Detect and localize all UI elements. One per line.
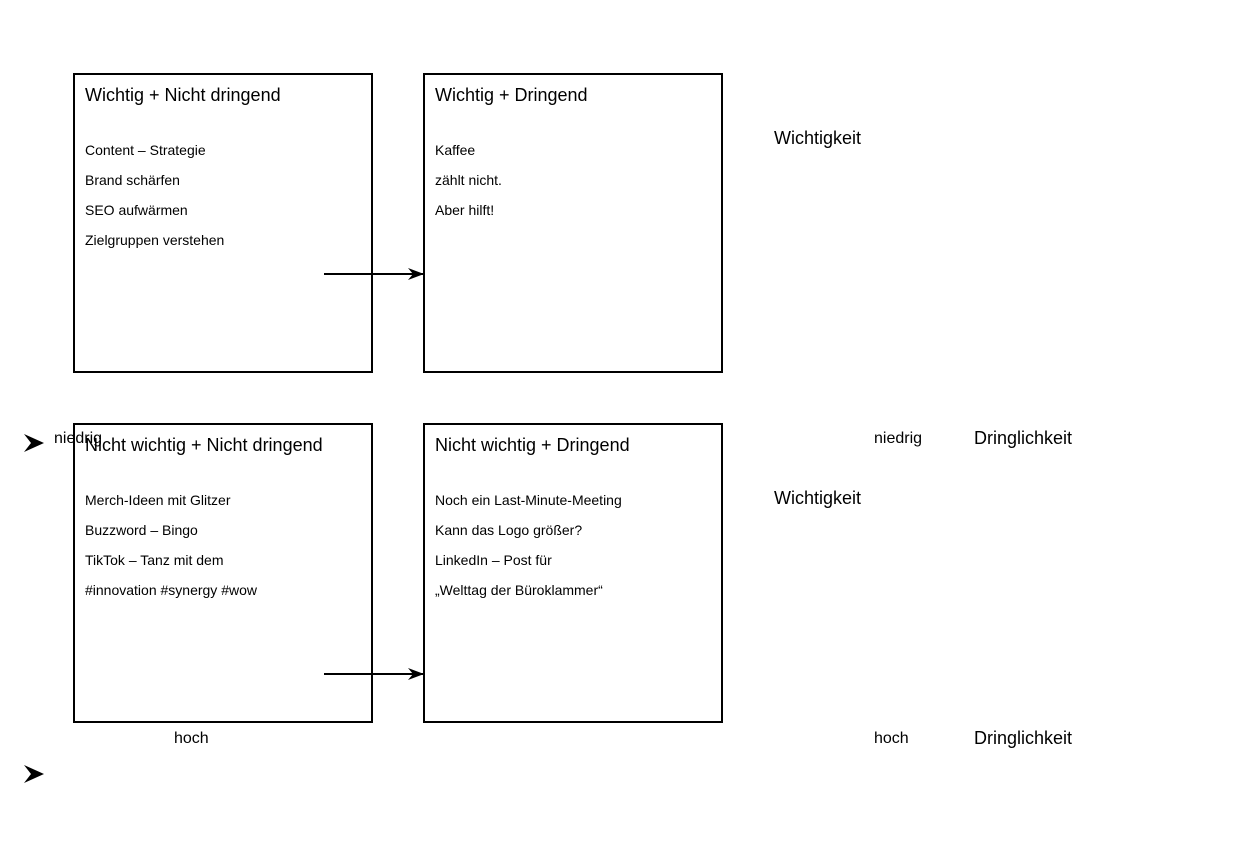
list-item: LinkedIn – Post für bbox=[435, 552, 552, 568]
quadrant-item-list: Kaffee zählt nicht. Aber hilft! bbox=[435, 135, 502, 225]
importance-axis-label-top: Wichtigkeit bbox=[774, 128, 862, 148]
quadrant-important-not-urgent: Wichtig + Nicht dringend Content – Strat… bbox=[73, 73, 373, 373]
list-item: „Welttag der Büroklammer“ bbox=[435, 582, 603, 598]
list-item: Brand schärfen bbox=[85, 172, 180, 188]
low-label-left: niedrig bbox=[54, 430, 103, 447]
low-label-right: niedrig bbox=[874, 430, 923, 447]
list-item: SEO aufwärmen bbox=[85, 202, 188, 218]
quadrant-title: Wichtig + Nicht dringend bbox=[85, 85, 281, 105]
list-item: TikTok – Tanz mit dem bbox=[85, 552, 224, 568]
list-item: Merch-Ideen mit Glitzer bbox=[85, 492, 231, 508]
arrowhead-left-upper-icon bbox=[24, 434, 44, 452]
high-label-bottom: hoch bbox=[174, 730, 209, 747]
list-item: Aber hilft! bbox=[435, 202, 495, 218]
urgency-axis-label-top: Dringlichkeit bbox=[974, 428, 1073, 448]
quadrant-not-important-not-urgent: Nicht wichtig + Nicht dringend Merch-Ide… bbox=[73, 423, 373, 723]
quadrant-important-urgent: Wichtig + Dringend Kaffee zählt nicht. A… bbox=[423, 73, 723, 373]
list-item: Buzzword – Bingo bbox=[85, 522, 198, 538]
list-item: #innovation #synergy #wow bbox=[85, 582, 257, 598]
quadrant-title: Nicht wichtig + Nicht dringend bbox=[85, 435, 323, 455]
importance-axis-label-bottom: Wichtigkeit bbox=[774, 488, 862, 508]
list-item: Kaffee bbox=[435, 142, 476, 158]
quadrant-item-list: Merch-Ideen mit Glitzer Buzzword – Bingo… bbox=[85, 485, 257, 605]
list-item: Noch ein Last-Minute-Meeting bbox=[435, 492, 622, 508]
quadrant-item-list: Content – Strategie Brand schärfen SEO a… bbox=[85, 135, 224, 255]
list-item: Zielgruppen verstehen bbox=[85, 232, 225, 248]
list-item: Kann das Logo größer? bbox=[435, 522, 583, 538]
list-item: Content – Strategie bbox=[85, 142, 206, 158]
high-label-right: hoch bbox=[874, 730, 909, 747]
quadrant-title: Nicht wichtig + Dringend bbox=[435, 435, 630, 455]
arrowhead-left-lower-icon bbox=[24, 765, 44, 783]
urgency-axis-label-bottom: Dringlichkeit bbox=[974, 728, 1073, 748]
quadrant-not-important-urgent: Nicht wichtig + Dringend Noch ein Last-M… bbox=[423, 423, 723, 723]
list-item: zählt nicht. bbox=[435, 172, 502, 188]
quadrant-item-list: Noch ein Last-Minute-Meeting Kann das Lo… bbox=[435, 485, 622, 605]
quadrant-title: Wichtig + Dringend bbox=[435, 85, 588, 105]
